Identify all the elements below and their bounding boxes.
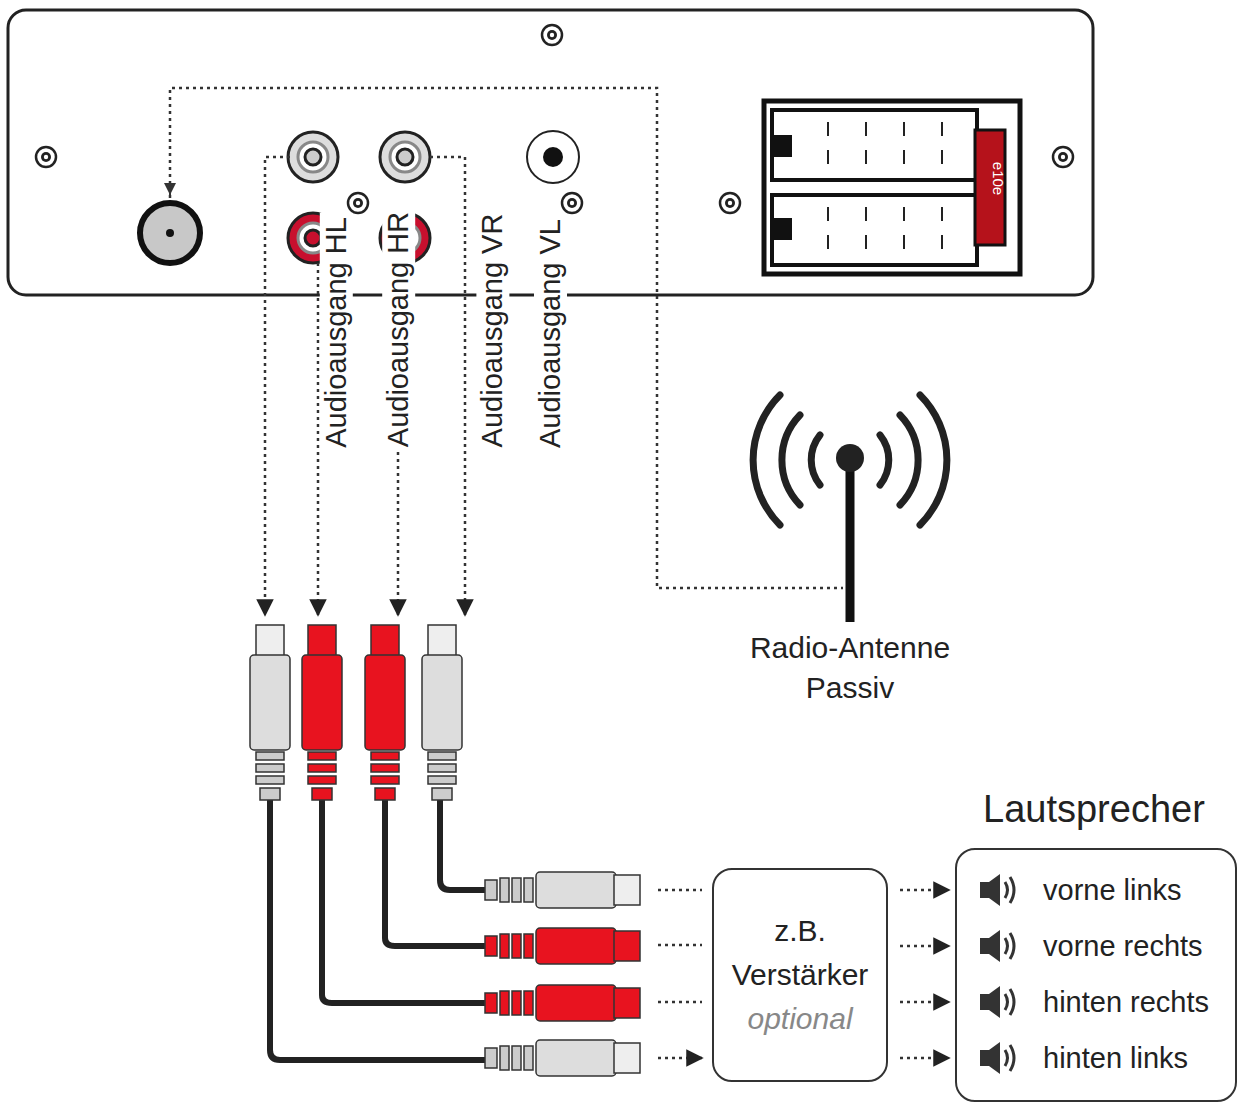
speaker-label: hinten links [1043,1040,1188,1076]
speaker-label: hinten rechts [1043,984,1209,1020]
signal-arrow [900,1001,949,1004]
signal-arrow [900,1057,949,1060]
output-label: Audioausgang HL [319,213,352,452]
speaker-box: Lautsprechervorne linksvorne rechtshinte… [955,848,1237,1102]
antenna-label: Radio-Antenne Passiv [730,628,970,708]
connector-code: e10e [990,162,1007,195]
amplifier-box: z.B. Verstärkeroptional [712,868,888,1082]
node-note: optional [747,997,852,1041]
signal-arrow [900,889,949,892]
output-label: Audioausgang HR [382,208,415,451]
node-title: z.B. Verstärker [725,909,875,997]
signal-arrow [900,945,949,948]
speaker-label: vorne links [1043,872,1182,908]
output-label: Audioausgang VR [476,210,509,452]
node-heading: Lautsprecher [983,788,1205,831]
output-label: Audioausgang VL [533,215,566,452]
speaker-label: vorne rechts [1043,928,1203,964]
